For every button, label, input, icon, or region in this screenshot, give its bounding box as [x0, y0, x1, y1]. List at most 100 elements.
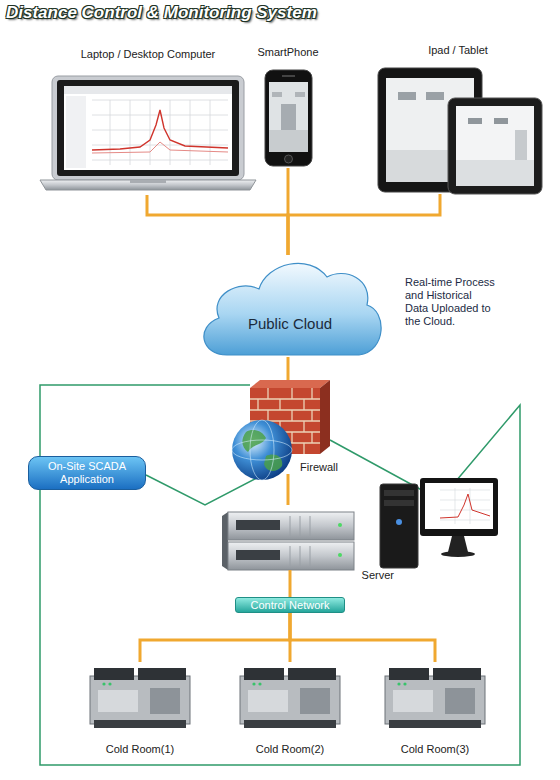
plc-terminal [94, 720, 186, 728]
screen-toolbar [64, 86, 232, 94]
plc-led [258, 682, 261, 685]
firewall-node: Firewall [228, 380, 338, 474]
plc-terminal [244, 720, 336, 728]
node-label: Public Cloud [248, 315, 332, 357]
laptop-node: Laptop / Desktop Computer [40, 48, 256, 195]
plc-body [90, 676, 190, 724]
tablet-body [448, 98, 542, 194]
plc-led [403, 682, 406, 685]
plc-module [150, 688, 180, 714]
plc-panel [98, 690, 138, 712]
tablet-screen [456, 106, 534, 186]
phone-body [265, 70, 312, 166]
room-floor [269, 130, 308, 152]
node-label: SmartPhone [257, 46, 318, 59]
controller-node: Cold Room(3) [380, 662, 490, 756]
chart-grid [440, 488, 490, 524]
diagram-title: Distance Control & Monitoring System [6, 3, 317, 23]
cooling-unit [272, 92, 282, 97]
drive-bay [236, 550, 280, 560]
monitor-stand [448, 536, 468, 552]
network-wire [289, 613, 292, 662]
drive-bay [384, 500, 414, 506]
network-wire [140, 613, 290, 662]
wall-side [320, 380, 330, 454]
plc-led [102, 682, 105, 685]
plc-panel [248, 690, 288, 712]
controller-node: Cold Room(1) [85, 662, 195, 756]
network-wire [288, 194, 440, 255]
network-band: Control Network [235, 597, 345, 613]
cooling-unit [494, 118, 508, 124]
room-floor [456, 160, 534, 186]
network-wire [287, 168, 290, 255]
laptop-base [40, 180, 256, 190]
node-label: Laptop / Desktop Computer [81, 48, 216, 61]
monitor-body [420, 478, 498, 536]
plc-body [385, 676, 485, 724]
cooling-unit [468, 118, 482, 124]
server-unit [228, 542, 354, 570]
plc-terminal [288, 668, 336, 680]
laptop-notch [130, 180, 166, 183]
node-label: On-Site SCADA Application [29, 460, 145, 486]
laptop-bezel [57, 80, 239, 176]
plc-led [397, 682, 400, 685]
vent-slots [290, 516, 310, 566]
cloud-shape [195, 255, 385, 357]
globe [232, 420, 292, 480]
node-label: Ipad / Tablet [428, 44, 488, 57]
network-wire [289, 582, 292, 597]
phone-button [285, 155, 293, 163]
node-label: Cold Room(3) [401, 743, 469, 756]
server-node: Server [222, 505, 402, 582]
application-band: On-Site SCADA Application [28, 456, 146, 490]
plc-terminal [389, 668, 429, 680]
cloud-outline [204, 263, 381, 355]
tablet-illustration [378, 68, 542, 194]
monitor-foot [441, 551, 475, 557]
server-illustration [222, 512, 354, 570]
status-led [338, 523, 342, 527]
cooling-unit [426, 92, 444, 100]
chart-grid [92, 100, 228, 165]
node-label: Cold Room(2) [256, 743, 324, 756]
pc-tower [380, 484, 418, 568]
smartphone-node: SmartPhone [255, 46, 321, 168]
plc-terminal [389, 720, 481, 728]
chart-curve [92, 142, 228, 153]
plc-module [300, 688, 330, 714]
drive-bay [236, 520, 280, 530]
plc-panel [393, 690, 433, 712]
plc-illustration [385, 668, 485, 728]
laptop-screen [64, 86, 232, 170]
status-led [338, 553, 342, 557]
globe-meridian [250, 420, 274, 480]
phone-screen [269, 82, 308, 152]
plc-terminal [433, 668, 481, 680]
network-wire [287, 474, 290, 505]
network-wire [290, 613, 435, 662]
desktop-illustration [380, 478, 498, 568]
wire-segment [289, 570, 292, 582]
site-outline [40, 385, 520, 765]
globe-land [242, 430, 282, 471]
plc-illustration [240, 668, 340, 728]
smartphone-illustration [265, 70, 312, 166]
tablet-node: Ipad / Tablet [372, 44, 544, 194]
plc-module [445, 688, 475, 714]
plc-terminal [244, 668, 284, 680]
node-label: Control Network [251, 598, 330, 612]
monitor-screen [425, 483, 493, 529]
server-unit [228, 512, 354, 540]
screen-sidebar [66, 96, 86, 168]
network-wire [287, 357, 290, 380]
chart-curve [440, 494, 490, 518]
cloud-node: Public Cloud [195, 255, 385, 357]
laptop-lid [52, 76, 244, 180]
node-label: Server [362, 569, 394, 582]
rack-side [222, 512, 228, 570]
power-led [396, 519, 402, 525]
